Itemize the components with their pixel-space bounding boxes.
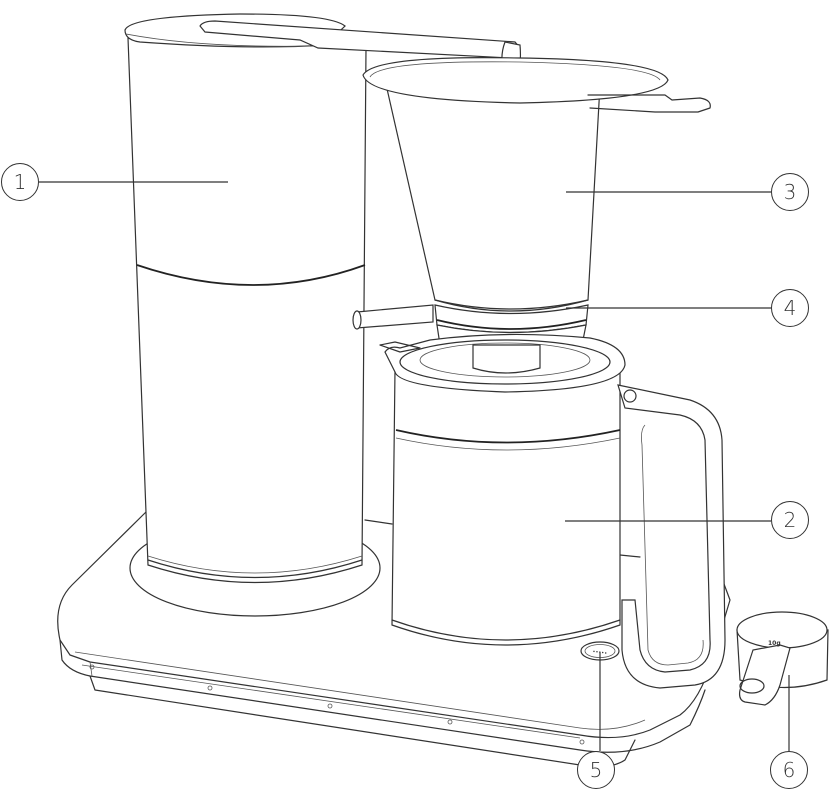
callout-2-carafe: 2: [771, 501, 809, 539]
filter-basket: [362, 57, 711, 354]
callout-1-water-tank: 1: [1, 163, 39, 201]
callout-5-power-button: 5: [577, 751, 615, 789]
carafe: [379, 333, 726, 689]
scoop-capacity-label: 10g: [768, 640, 781, 647]
callout-6-measuring-scoop: 6: [770, 751, 808, 789]
measuring-scoop: [736, 611, 829, 706]
leader-lines: [39, 181, 790, 751]
water-tank: [124, 13, 522, 584]
callout-3-filter-basket: 3: [771, 173, 809, 211]
callout-4-drip-stop: 4: [771, 289, 809, 327]
